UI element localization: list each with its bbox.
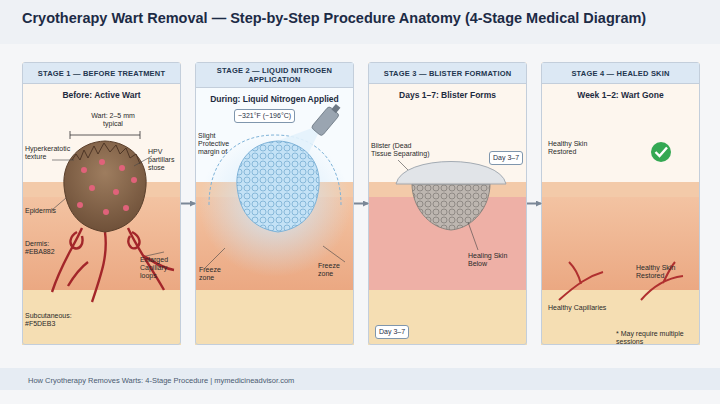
callout-box: Day 3–7 xyxy=(375,325,409,339)
hyperkeratotic-texture xyxy=(72,143,140,164)
panel-backgrounds xyxy=(22,62,700,345)
wart-body xyxy=(64,141,146,232)
hpv-particles xyxy=(77,159,137,215)
callout-box: Day 3–7 xyxy=(489,151,523,165)
callout-box: ~321°F (~196°C) xyxy=(234,109,295,123)
leader-lines xyxy=(52,156,164,256)
stage-panel: STAGE 1 — BEFORE TREATMENT Before: Active… xyxy=(22,62,181,345)
hpv-particle xyxy=(119,165,125,171)
stage-header: STAGE 1 — BEFORE TREATMENT xyxy=(23,63,180,84)
stage-panel: STAGE 4 — HEALED SKIN Week 1–2: Wart Gone xyxy=(541,62,700,345)
canister-nozzle xyxy=(331,104,340,113)
stage-arrow xyxy=(354,203,368,205)
part-label: Wart: 2–5 mm typical xyxy=(82,112,144,128)
hpv-particle xyxy=(77,202,83,208)
panel-fill xyxy=(368,62,527,345)
part-label: Enlarged Capillary loops xyxy=(140,256,180,280)
stage-subtitle: Before: Active Wart xyxy=(23,90,180,100)
hpv-particle xyxy=(99,159,105,165)
part-label: Healthy Skin Restored xyxy=(548,140,600,156)
diagram-title: Cryotherapy Wart Removal — Step-by-Step … xyxy=(22,10,712,27)
check-mark xyxy=(656,148,668,157)
part-label: Blister (Dead Tissue Separating) xyxy=(371,142,433,158)
stage-header: STAGE 4 — HEALED SKIN xyxy=(542,63,699,84)
callout-text: Day 3–7 xyxy=(493,154,519,162)
part-label: Subcutaneous: #F5DEB3 xyxy=(25,312,85,328)
part-label: Healthy Skin Restored xyxy=(636,264,696,280)
skin-layers xyxy=(22,182,700,345)
part-label: HPV partillars stose xyxy=(148,148,180,172)
blister-dome xyxy=(396,162,506,185)
stage-arrow xyxy=(181,203,195,205)
part-label: Freeze zone xyxy=(199,266,235,282)
part-label: Dermis: #EBA882 xyxy=(25,240,65,256)
panel-fill xyxy=(541,62,700,345)
subcutaneous-layer xyxy=(195,290,354,345)
stage-subtitle: Week 1–2: Wart Gone xyxy=(542,90,699,100)
hpv-particle xyxy=(123,205,129,211)
dermis-layer xyxy=(541,197,700,290)
dead-tissue-cells xyxy=(412,184,490,230)
check-circle xyxy=(651,142,671,162)
panel-fill xyxy=(195,62,354,345)
epidermis-layer xyxy=(541,182,700,197)
footer-band xyxy=(0,368,720,390)
stage-subtitle: During: Liquid Nitrogen Applied xyxy=(196,94,353,104)
hpv-particle xyxy=(131,177,137,183)
part-label: * May require multiple sessions xyxy=(616,330,698,346)
part-label: Healing Skin Below xyxy=(468,252,520,268)
part-label: Slight Protective margin of xyxy=(198,132,242,156)
hpv-particle xyxy=(103,209,109,215)
part-label: Epidermis xyxy=(25,207,65,215)
stage-arrow xyxy=(527,203,541,205)
spray-canister xyxy=(311,101,344,136)
part-label: Freeze zone xyxy=(318,262,352,278)
panel-fill xyxy=(22,62,181,345)
callout-text: Day 3–7 xyxy=(379,328,405,336)
part-label: Hyperkeratotic texture xyxy=(25,145,65,161)
footer-caption: How Cryotherapy Removes Warts: 4-Stage P… xyxy=(28,376,294,385)
title-band xyxy=(0,0,720,44)
hpv-particle xyxy=(81,167,87,173)
leader-lines xyxy=(398,160,478,250)
freeze-zone xyxy=(199,133,351,277)
stage-panel: STAGE 3 — BLISTER FORMATION Days 1–7: Bli… xyxy=(368,62,527,345)
hpv-particle xyxy=(89,185,95,191)
frozen-cells xyxy=(237,141,319,232)
part-label: Healthy Capillaries xyxy=(548,304,612,312)
subcutaneous-layer xyxy=(22,290,181,345)
frozen-wart xyxy=(237,141,319,232)
stage3-art xyxy=(396,160,506,250)
stage2-art xyxy=(199,101,351,277)
stage-panel: STAGE 2 — LIQUID NITROGEN APPLICATION Dur… xyxy=(195,62,354,345)
hpv-particle xyxy=(113,189,119,195)
dead-tissue xyxy=(412,184,490,230)
stage-header: STAGE 3 — BLISTER FORMATION xyxy=(369,63,526,84)
stage-subtitle: Days 1–7: Blister Forms xyxy=(369,90,526,100)
dimension-line xyxy=(70,131,140,139)
stage-header: STAGE 2 — LIQUID NITROGEN APPLICATION xyxy=(196,63,353,88)
subcutaneous-layer xyxy=(368,290,527,345)
callout-text: ~321°F (~196°C) xyxy=(238,112,291,120)
